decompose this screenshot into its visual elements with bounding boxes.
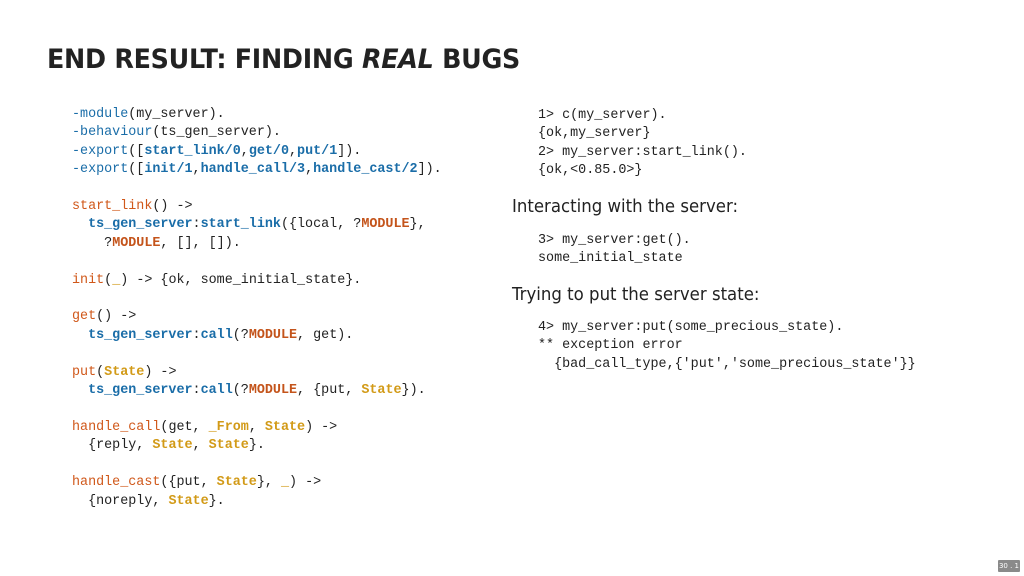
code-token: handle_cast/2 [313, 162, 418, 178]
code-token: put/1 [297, 143, 338, 159]
code-token: : [192, 217, 201, 233]
code-token: MODULE [248, 327, 298, 343]
code-token: {noreply, [88, 493, 169, 509]
slide-number-badge: 30 . 1 [998, 560, 1020, 572]
shell-session-get: 3> my_server:get(). some_initial_state [538, 232, 691, 269]
shell-line: some_initial_state [538, 251, 683, 267]
erlang-source-code: -module(my_server). -behaviour(ts_gen_se… [72, 106, 442, 511]
code-token: MODULE [112, 235, 161, 251]
code-token: }). [401, 383, 426, 399]
code-token: State [208, 438, 249, 454]
code-token: : [192, 327, 201, 343]
heading-interacting: Interacting with the server: [512, 196, 739, 217]
code-token: }, [409, 217, 426, 233]
code-token: init/1 [144, 162, 193, 178]
code-token: call [200, 383, 233, 399]
code-token: put [72, 364, 97, 380]
code-token: _ [112, 272, 121, 288]
code-token: }. [248, 438, 265, 454]
shell-line: 1> c(my_server). [538, 108, 667, 123]
code-token: , [], []). [160, 235, 241, 251]
code-token: -export [72, 162, 129, 178]
code-token: handle_cast [72, 475, 161, 491]
code-token: State [216, 475, 257, 491]
code-token: State [361, 383, 402, 399]
code-token: State [152, 438, 193, 454]
code-token: (ts_gen_server). [152, 125, 281, 141]
code-token: }, [256, 475, 281, 491]
code-token: , [248, 419, 265, 435]
code-token: () -> [152, 199, 193, 215]
code-token: , get). [297, 327, 354, 343]
code-token: -export [72, 143, 129, 159]
shell-line: 4> my_server:put(some_precious_state). [538, 320, 844, 335]
slide-title: END RESULT: FINDING REAL BUGS [47, 44, 520, 75]
code-token: , [192, 162, 201, 178]
code-token: : [192, 383, 201, 399]
code-token: ts_gen_server [88, 217, 193, 233]
title-text-part1: END RESULT: FINDING [47, 44, 362, 75]
code-token: init [72, 272, 105, 288]
code-token: ]). [417, 162, 442, 178]
code-token: ([ [128, 162, 145, 178]
code-token: -module [72, 107, 129, 122]
code-token: (? [232, 383, 249, 399]
code-token: handle_call [72, 419, 161, 435]
shell-session-compile-start: 1> c(my_server). {ok,my_server} 2> my_se… [538, 107, 747, 181]
code-token: ]). [337, 143, 362, 159]
code-token: handle_call/3 [200, 162, 306, 178]
shell-line: 3> my_server:get(). [538, 233, 691, 248]
code-token: ts_gen_server [88, 327, 193, 343]
code-token: get [72, 309, 97, 325]
code-token: , [289, 143, 298, 159]
code-token: MODULE [361, 217, 410, 233]
code-token: ) -> [144, 364, 177, 380]
code-token: ( [96, 364, 105, 380]
code-token: , {put, [297, 383, 362, 399]
code-token: get/0 [248, 143, 289, 159]
shell-session-put-error: 4> my_server:put(some_precious_state). *… [538, 319, 916, 374]
code-token: State [168, 493, 209, 509]
code-token: , [305, 162, 314, 178]
code-token: ([ [128, 143, 145, 159]
code-token: , [240, 143, 249, 159]
code-token: (my_server). [128, 107, 225, 122]
code-token: MODULE [248, 383, 298, 399]
shell-line: ** exception error [538, 338, 683, 354]
code-token: () -> [96, 309, 137, 325]
code-token: }. [208, 493, 225, 509]
code-token: ts_gen_server [88, 383, 193, 399]
code-token: start_link/0 [144, 143, 241, 159]
code-token: ( [104, 272, 113, 288]
code-token: _ [280, 475, 289, 491]
code-token: (get, [160, 419, 209, 435]
title-text-part2: BUGS [433, 44, 521, 75]
code-token: ) -> [305, 419, 338, 435]
code-token: ({put, [160, 475, 217, 491]
code-token: State [104, 364, 145, 380]
shell-line: {ok,<0.85.0>} [538, 163, 643, 179]
code-token: {reply, [88, 438, 153, 454]
shell-line: {ok,my_server} [538, 126, 651, 142]
code-token: call [200, 327, 233, 343]
code-token: start_link [72, 199, 153, 215]
code-token: ({local, ? [280, 217, 362, 233]
code-token: -behaviour [72, 125, 153, 141]
code-token: ) -> [289, 475, 322, 491]
shell-line: 2> my_server:start_link(). [538, 144, 747, 160]
code-token: ? [104, 235, 113, 251]
code-token: _From [208, 419, 249, 435]
shell-line: {bad_call_type,{'put','some_precious_sta… [538, 356, 916, 372]
heading-trying-put: Trying to put the server state: [512, 284, 760, 305]
code-token: ) -> {ok, some_initial_state}. [120, 272, 362, 288]
code-token: start_link [200, 217, 281, 233]
title-emphasis: REAL [361, 44, 434, 75]
code-token: State [264, 419, 306, 435]
code-token: (? [232, 327, 249, 343]
code-token: , [192, 438, 209, 454]
